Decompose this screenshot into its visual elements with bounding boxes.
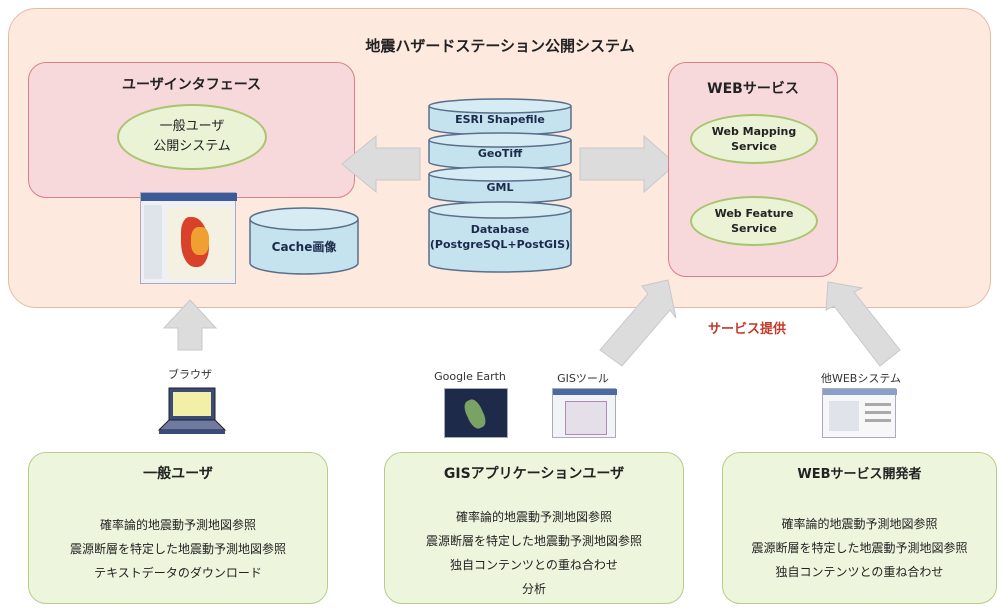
- oval-line-2: 公開システム: [153, 139, 231, 154]
- wms-line-1: Web Mapping: [711, 125, 797, 138]
- cache-cylinder: [249, 207, 359, 275]
- database-label: Database (PostgreSQL+PostGIS): [425, 222, 575, 252]
- webdev-line-1: 確率論的地震動予測地図参照: [781, 517, 938, 531]
- public-system-oval: 一般ユーザ 公開システム: [117, 104, 267, 170]
- gis-line-1: 確率論的地震動予測地図参照: [455, 510, 612, 524]
- gis-app-user-title: GISアプリケーションユーザ: [443, 466, 625, 482]
- general-user-title: 一般ユーザ: [143, 466, 213, 482]
- webdev-line-3: 独自コンテンツとの重ね合わせ: [775, 565, 944, 579]
- cache-label: Cache画像: [271, 240, 337, 254]
- gis-line-4: 分析: [521, 582, 546, 596]
- webdev-line-2: 震源断層を特定した地震動予測地図参照: [751, 541, 968, 555]
- google-earth-image: [444, 388, 508, 438]
- gis-line-3: 独自コンテンツとの重ね合わせ: [450, 558, 618, 572]
- general-line-2: 震源断層を特定した地震動予測地図参照: [69, 542, 286, 556]
- web-feature-service-oval: Web Feature Service: [690, 196, 818, 246]
- user-interface-box: [28, 62, 355, 198]
- gis-app-user-box: GISアプリケーションユーザ 確率論的地震動予測地図参照 震源断層を特定した地震…: [384, 452, 684, 604]
- general-line-3: テキストデータのダウンロード: [94, 566, 262, 580]
- data-item-gml: GML: [486, 181, 514, 194]
- laptop-icon: [157, 387, 227, 434]
- database-line-1: Database: [470, 223, 530, 236]
- wfs-line-2: Service: [731, 222, 777, 235]
- wfs-line-1: Web Feature: [714, 207, 794, 220]
- other-web-label: 他WEBシステム: [820, 372, 902, 385]
- general-user-box: 一般ユーザ 確率論的地震動予測地図参照 震源断層を特定した地震動予測地図参照 テ…: [28, 452, 328, 604]
- oval-line-1: 一般ユーザ: [159, 119, 225, 134]
- google-earth-label: Google Earth: [434, 370, 506, 383]
- wms-line-2: Service: [731, 140, 777, 153]
- user-interface-title: ユーザインタフェース: [121, 77, 262, 93]
- browser-label: ブラウザ: [168, 368, 212, 381]
- database-line-2: (PostgreSQL+PostGIS): [429, 238, 571, 251]
- data-item-shapefile: ESRI Shapefile: [455, 113, 545, 126]
- gis-tool-label: GISツール: [557, 372, 609, 385]
- web-mapping-service-oval: Web Mapping Service: [690, 114, 818, 164]
- service-provision-label: サービス提供: [708, 322, 787, 337]
- data-item-geotiff: GeoTiff: [477, 147, 523, 160]
- data-stack-cylinders: [428, 98, 572, 273]
- system-title: 地震ハザードステーション公開システム: [365, 37, 635, 55]
- other-web-image: [822, 388, 897, 438]
- web-services-title: WEBサービス: [707, 81, 799, 97]
- browser-screenshot-image: [140, 192, 237, 284]
- web-developer-title: WEBサービス開発者: [797, 467, 922, 482]
- gis-tool-image: [552, 388, 617, 438]
- gis-line-2: 震源断層を特定した地震動予測地図参照: [425, 534, 642, 548]
- flow-arrows: [341, 134, 677, 194]
- general-line-1: 確率論的地震動予測地図参照: [99, 518, 256, 532]
- web-developer-box: WEBサービス開発者 確率論的地震動予測地図参照 震源断層を特定した地震動予測地…: [722, 452, 997, 604]
